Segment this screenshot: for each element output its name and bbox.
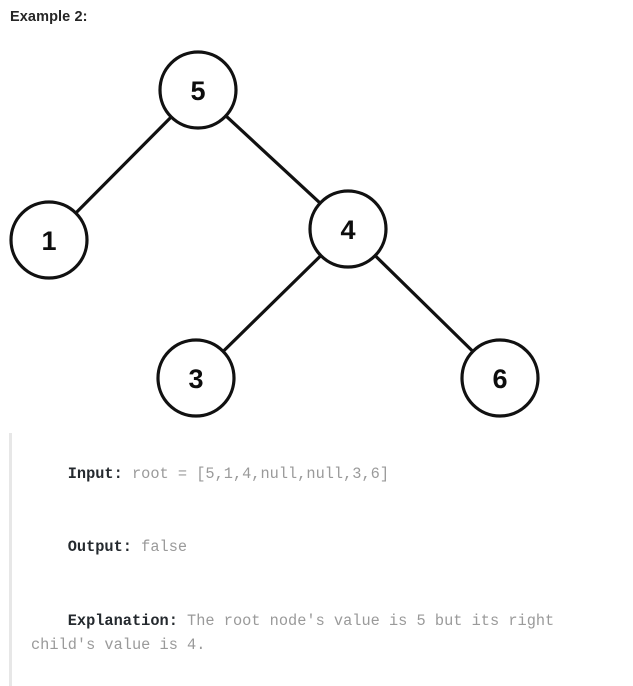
- tree-node-circle-4: [308, 189, 388, 269]
- tree-edge-5-4: [223, 113, 323, 206]
- tree-node-group: 5 1 4 3 6: [9, 50, 540, 418]
- tree-node-3: 3: [156, 338, 236, 418]
- page-title: Example 2:: [10, 9, 88, 25]
- tree-node-circle-1: [9, 200, 89, 280]
- code-value-output: false: [131, 538, 188, 556]
- tree-node-6: 6: [460, 338, 540, 418]
- tree-node-label-6: 6: [492, 364, 507, 394]
- tree-node-4: 4: [308, 189, 388, 269]
- tree-edge-group: [73, 113, 476, 354]
- tree-node-label-5: 5: [190, 76, 205, 106]
- tree-edge-5-1: [73, 114, 174, 216]
- tree-edge-4-6: [372, 253, 476, 354]
- code-line-output: Output: false: [31, 511, 609, 585]
- code-label-explanation: Explanation:: [67, 611, 178, 630]
- tree-node-5: 5: [158, 50, 238, 130]
- tree-node-circle-3: [156, 338, 236, 418]
- tree-edge-4-3: [220, 253, 324, 354]
- code-label-input: Input:: [67, 464, 123, 483]
- tree-node-label-1: 1: [41, 226, 56, 256]
- binary-tree-figure: 5 1 4 3 6: [0, 36, 633, 428]
- binary-tree-svg: 5 1 4 3 6: [9, 50, 540, 418]
- example-code-block: Input: root = [5,1,4,null,null,3,6] Outp…: [9, 433, 609, 686]
- tree-node-label-4: 4: [340, 215, 355, 245]
- code-line-explanation: Explanation: The root node's value is 5 …: [31, 584, 609, 682]
- code-value-input: root = [5,1,4,null,null,3,6]: [122, 464, 390, 483]
- code-line-input: Input: root = [5,1,4,null,null,3,6]: [31, 437, 609, 511]
- code-label-output: Output:: [67, 538, 132, 556]
- tree-node-circle-5: [158, 50, 238, 130]
- tree-node-1: 1: [9, 200, 89, 280]
- tree-node-circle-6: [460, 338, 540, 418]
- tree-node-label-3: 3: [188, 364, 203, 394]
